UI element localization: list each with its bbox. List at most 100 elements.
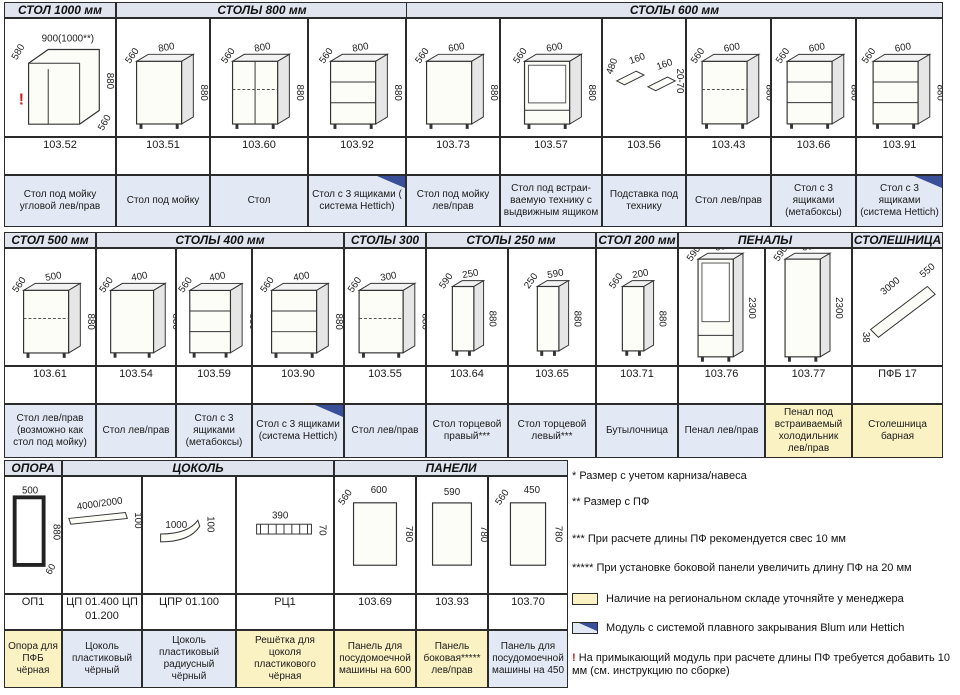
cabinet-side [917, 53, 931, 125]
cabinet-front [189, 289, 232, 354]
item-description-text: Стол лев/прав [351, 425, 419, 436]
section-header-row3-0: ОПОРА [4, 460, 62, 476]
cabinet-front [23, 289, 70, 354]
cabinet-side [746, 53, 760, 125]
item-description: Опора для ПФБ чёрная [4, 630, 62, 688]
leg [397, 352, 401, 358]
dim-width: 300 [379, 270, 397, 284]
cabinet-side [181, 53, 194, 125]
cabinet-drawing [269, 282, 331, 358]
leg [139, 123, 143, 129]
item-description: Стол лев/прав [686, 175, 771, 227]
dim-width: 600 [894, 41, 913, 55]
dim-width: 500 [22, 485, 38, 496]
dim-height: 880 [488, 85, 499, 102]
legend-yellow-text: Наличие на региональном складе уточняйте… [606, 593, 904, 605]
leg [527, 124, 531, 129]
cabinet-drawing [620, 279, 656, 356]
plinth [68, 512, 129, 525]
cabinet-front [872, 60, 919, 125]
item-code: 103.93 [416, 594, 488, 630]
dim-length: 1000 [165, 520, 187, 531]
item-description: Стол с 3 ящиками (метабоксы) [771, 175, 856, 227]
dim-width: 600 [801, 249, 820, 254]
item-description-text: Стол под мойку лев/прав [416, 189, 490, 212]
leg [625, 350, 629, 356]
item-code: 103.43 [686, 137, 771, 175]
item-code: 103.64 [426, 366, 508, 404]
leg [429, 123, 433, 129]
item-description-text: Стол под мойку угловой лев/прав [19, 189, 101, 212]
cabinet-drawing [783, 252, 832, 362]
dim-width: 600 [723, 41, 741, 55]
dim-height: 880 [104, 73, 115, 90]
cabinet-drawing [450, 279, 486, 356]
item-code: ОП1 [4, 594, 62, 630]
item-code: 103.92 [308, 137, 406, 175]
dim-width: 160 [628, 51, 648, 67]
part-drawing [352, 502, 398, 566]
section-header-row2-5: ПЕНАЛЫ [678, 232, 852, 248]
part-drawing [509, 502, 547, 566]
soft-close-marker [914, 176, 942, 188]
cabinet-front [701, 60, 748, 125]
item-description-text: Пенал лев/прав [684, 425, 759, 436]
dim-width: 800 [253, 41, 272, 55]
item-description-text: Цоколь пластиковый чёрный [71, 641, 133, 676]
item-description: Стол под мойку [116, 175, 210, 227]
dim-height: 2300 [833, 297, 844, 319]
cabinet-side [569, 53, 582, 125]
cabinet-side [831, 53, 845, 125]
item-illustration: 5906002300 [772, 249, 844, 362]
radius-plinth [160, 519, 201, 543]
cabinet-side [375, 53, 388, 125]
item-code: 103.61 [4, 366, 96, 404]
dim-depth: 590 [444, 487, 461, 498]
item-description: Столешница барная [852, 404, 943, 458]
leg [790, 123, 793, 129]
item-code: 103.55 [344, 366, 426, 404]
item-description: Пенал под встраиваемый холодильник лев/п… [765, 404, 852, 458]
cabinet-drawing [357, 282, 417, 358]
item-code: 103.91 [856, 137, 943, 175]
leg [147, 352, 151, 358]
dim-height: 880 [170, 313, 175, 330]
item-description: Панель боковая***** лев/прав [416, 630, 488, 688]
leg [271, 124, 275, 129]
item-description: Стол лев/прав [344, 404, 426, 458]
dim-width: 200 [631, 267, 649, 281]
item-description: Стол торцевой левый*** [508, 404, 596, 458]
dim-height: 20-70 [674, 68, 685, 94]
dim-height: 2300 [746, 297, 757, 319]
item-code: 103.51 [116, 137, 210, 175]
dim-width: 250 [461, 267, 479, 281]
panel [431, 502, 473, 566]
item-code: 103.77 [765, 366, 852, 404]
dim-height: 880 [294, 85, 305, 102]
item-description-text: Панель боковая***** лев/прав [423, 641, 481, 676]
cabinet-front [786, 60, 833, 125]
item-description: Панель для посудомоечной машины на 600 [334, 630, 416, 688]
cabinet-side [402, 282, 416, 354]
cabinet-front [536, 285, 560, 352]
leg [235, 124, 239, 129]
item-code: 103.66 [771, 137, 856, 175]
